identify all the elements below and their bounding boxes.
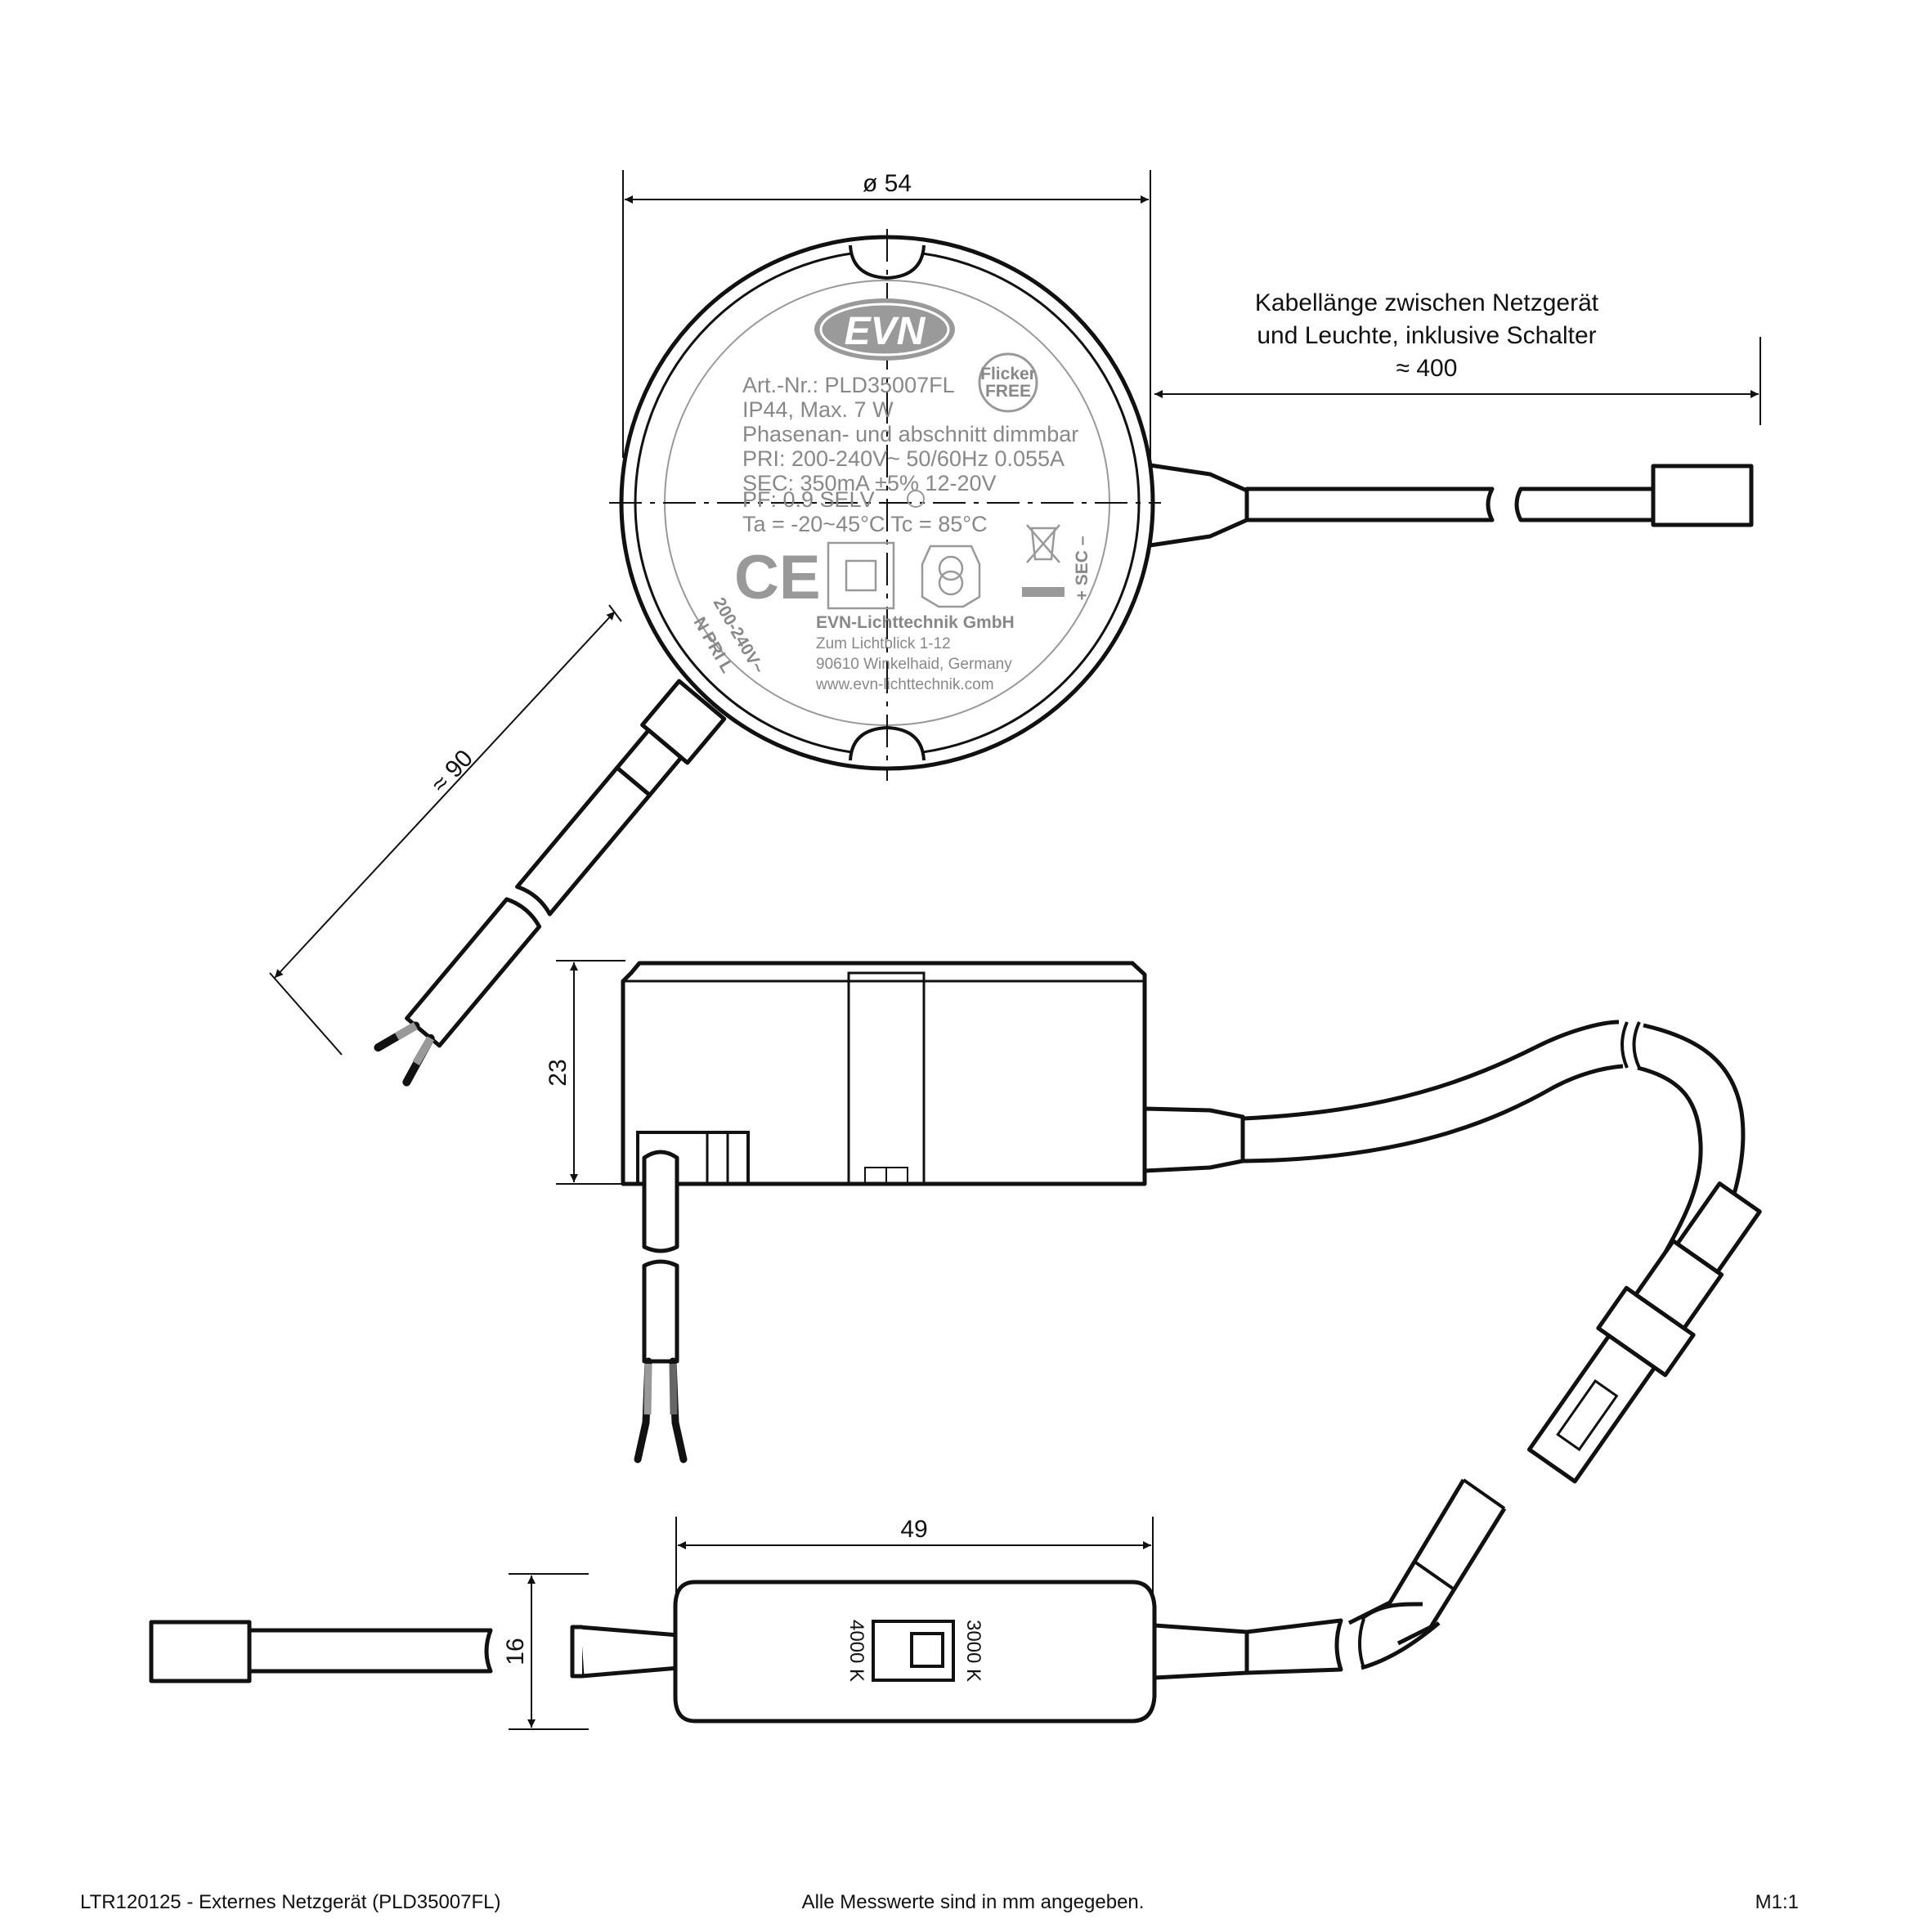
manufacturer-website: www.evn-lichttechnik.com	[815, 676, 994, 693]
manufacturer-name: EVN-Lichttechnik GmbH	[816, 613, 1015, 632]
primary-rating: PRI: 200-240V~ 50/60Hz 0.055A	[742, 446, 1065, 471]
inline-switch: 4000 K 3000 K	[673, 1580, 1157, 1724]
power-factor: PF: 0.9 SELV	[742, 487, 875, 512]
height-value: 23	[545, 1059, 572, 1086]
ce-mark-icon: CE	[734, 543, 821, 612]
switch-label-4000k: 4000 K	[845, 1620, 867, 1682]
secondary-terminal-label: + SEC –	[1073, 536, 1092, 600]
height-dimension: 23	[545, 960, 625, 1185]
evn-logo: EVN	[814, 298, 955, 361]
dimming-info: Phasenan- und abschnitt dimmbar	[742, 422, 1078, 446]
secondary-rating: SEC: 350mA ±5% 12-20V	[742, 471, 997, 495]
protection-rating: IP44, Max. 7 W	[742, 397, 894, 422]
top-view: ø 54 ≈ 90	[269, 170, 1761, 1087]
diameter-dimension: ø 54	[622, 170, 1151, 458]
housing-label: EVN Flicker FREE Art.-Nr.: PLD35007FL IP…	[690, 298, 1092, 693]
double-insulation-icon	[827, 541, 895, 610]
primary-cable-length: ≈ 90	[426, 745, 478, 798]
temperature-rating: Ta = -20~45°C Tc = 85°C	[742, 512, 988, 536]
cable-text-line1: Kabellänge zwischen Netzgerät	[1255, 289, 1599, 316]
switch-left-cable	[149, 1620, 681, 1683]
secondary-cable-top	[1142, 462, 1754, 549]
footer-units-note: Alle Messwerte sind in mm angegeben.	[802, 1891, 1145, 1913]
switch-right-cable	[1152, 1602, 1441, 1680]
svg-text:Flicker: Flicker	[980, 365, 1036, 383]
article-number: Art.-Nr.: PLD35007FL	[742, 373, 955, 397]
secondary-connector	[1651, 464, 1754, 527]
switch-height-value: 16	[502, 1638, 529, 1665]
footer: LTR120125 - Externes Netzgerät (PLD35007…	[80, 1891, 1799, 1913]
switch-width-value: 49	[900, 1516, 927, 1543]
housing-top	[609, 229, 1161, 781]
svg-text:CE: CE	[734, 543, 821, 612]
switch-width-dimension: 49	[675, 1516, 1154, 1594]
switch-height-dimension: 16	[502, 1573, 589, 1730]
footer-document-title: LTR120125 - Externes Netzgerät (PLD35007…	[80, 1891, 501, 1913]
primary-cable-side	[634, 1150, 688, 1464]
class-symbol-icon	[907, 490, 925, 508]
transformer-symbol-icon	[921, 545, 981, 608]
switch-label-3000k: 3000 K	[962, 1620, 984, 1682]
cable-length-dimension: Kabellänge zwischen Netzgerät und Leucht…	[1154, 289, 1761, 425]
secondary-cable-side	[1142, 1020, 1762, 1646]
manufacturer-street: Zum Lichtblick 1-12	[816, 635, 951, 652]
manufacturer-city: 90610 Winkelhaid, Germany	[816, 656, 1012, 673]
switch-view: 49 16 4000 K 3000 K	[149, 1516, 1441, 1730]
svg-text:FREE: FREE	[985, 382, 1031, 401]
housing-side	[621, 961, 1147, 1186]
footer-scale: M1:1	[1755, 1891, 1799, 1913]
cable-text-line2: und Leuchte, inklusive Schalter	[1257, 322, 1596, 349]
flicker-free-badge: Flicker FREE	[978, 352, 1038, 413]
side-view: 23	[545, 960, 1762, 1646]
diameter-label: ø 54	[863, 170, 912, 197]
cable-length-value: ≈ 400	[1396, 355, 1458, 382]
svg-text:EVN: EVN	[845, 310, 926, 353]
weee-bin-icon	[1022, 524, 1065, 597]
switch-slider[interactable]	[910, 1632, 944, 1668]
